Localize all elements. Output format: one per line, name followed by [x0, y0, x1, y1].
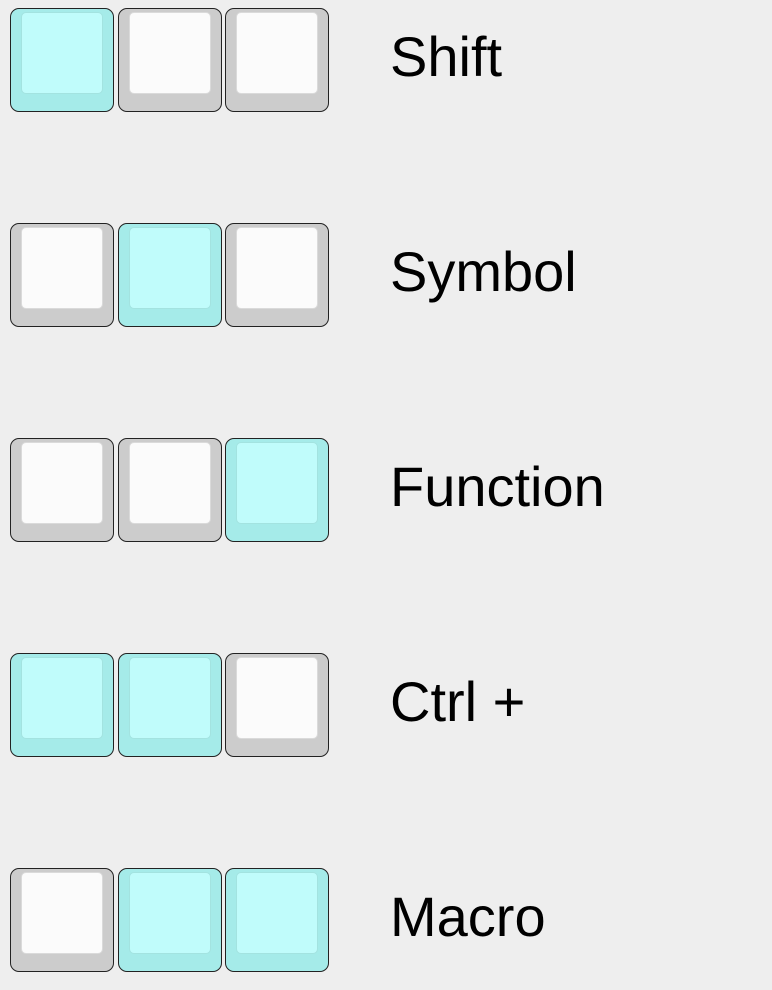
- key-1-active: [10, 653, 114, 757]
- key-cap: [236, 227, 318, 309]
- combo-label: Symbol: [390, 240, 577, 303]
- key-cap: [129, 657, 211, 739]
- combo-row-function: Function: [0, 438, 772, 544]
- key-cap: [21, 227, 103, 309]
- combo-label: Ctrl +: [390, 670, 526, 733]
- key-cap: [236, 12, 318, 94]
- key-2-inactive: [118, 8, 222, 112]
- key-cap: [236, 657, 318, 739]
- key-cap: [129, 442, 211, 524]
- combo-row-symbol: Symbol: [0, 223, 772, 329]
- key-2-inactive: [118, 438, 222, 542]
- key-cap: [21, 872, 103, 954]
- key-cap: [21, 12, 103, 94]
- key-1-inactive: [10, 438, 114, 542]
- combo-label: Shift: [390, 25, 503, 88]
- key-3-active: [225, 868, 329, 972]
- key-cap: [236, 442, 318, 524]
- key-2-active: [118, 868, 222, 972]
- key-cap: [236, 872, 318, 954]
- combo-row-shift: Shift: [0, 8, 772, 114]
- key-3-inactive: [225, 8, 329, 112]
- key-cap: [21, 657, 103, 739]
- key-2-active: [118, 653, 222, 757]
- key-1-inactive: [10, 868, 114, 972]
- key-2-active: [118, 223, 222, 327]
- combo-row-macro: Macro: [0, 868, 772, 974]
- combo-label: Function: [390, 455, 605, 518]
- key-cap: [21, 442, 103, 524]
- combo-row-ctrl: Ctrl +: [0, 653, 772, 759]
- key-3-active: [225, 438, 329, 542]
- key-3-inactive: [225, 653, 329, 757]
- key-1-inactive: [10, 223, 114, 327]
- key-3-inactive: [225, 223, 329, 327]
- key-cap: [129, 872, 211, 954]
- key-cap: [129, 227, 211, 309]
- key-1-active: [10, 8, 114, 112]
- combo-label: Macro: [390, 885, 546, 948]
- key-cap: [129, 12, 211, 94]
